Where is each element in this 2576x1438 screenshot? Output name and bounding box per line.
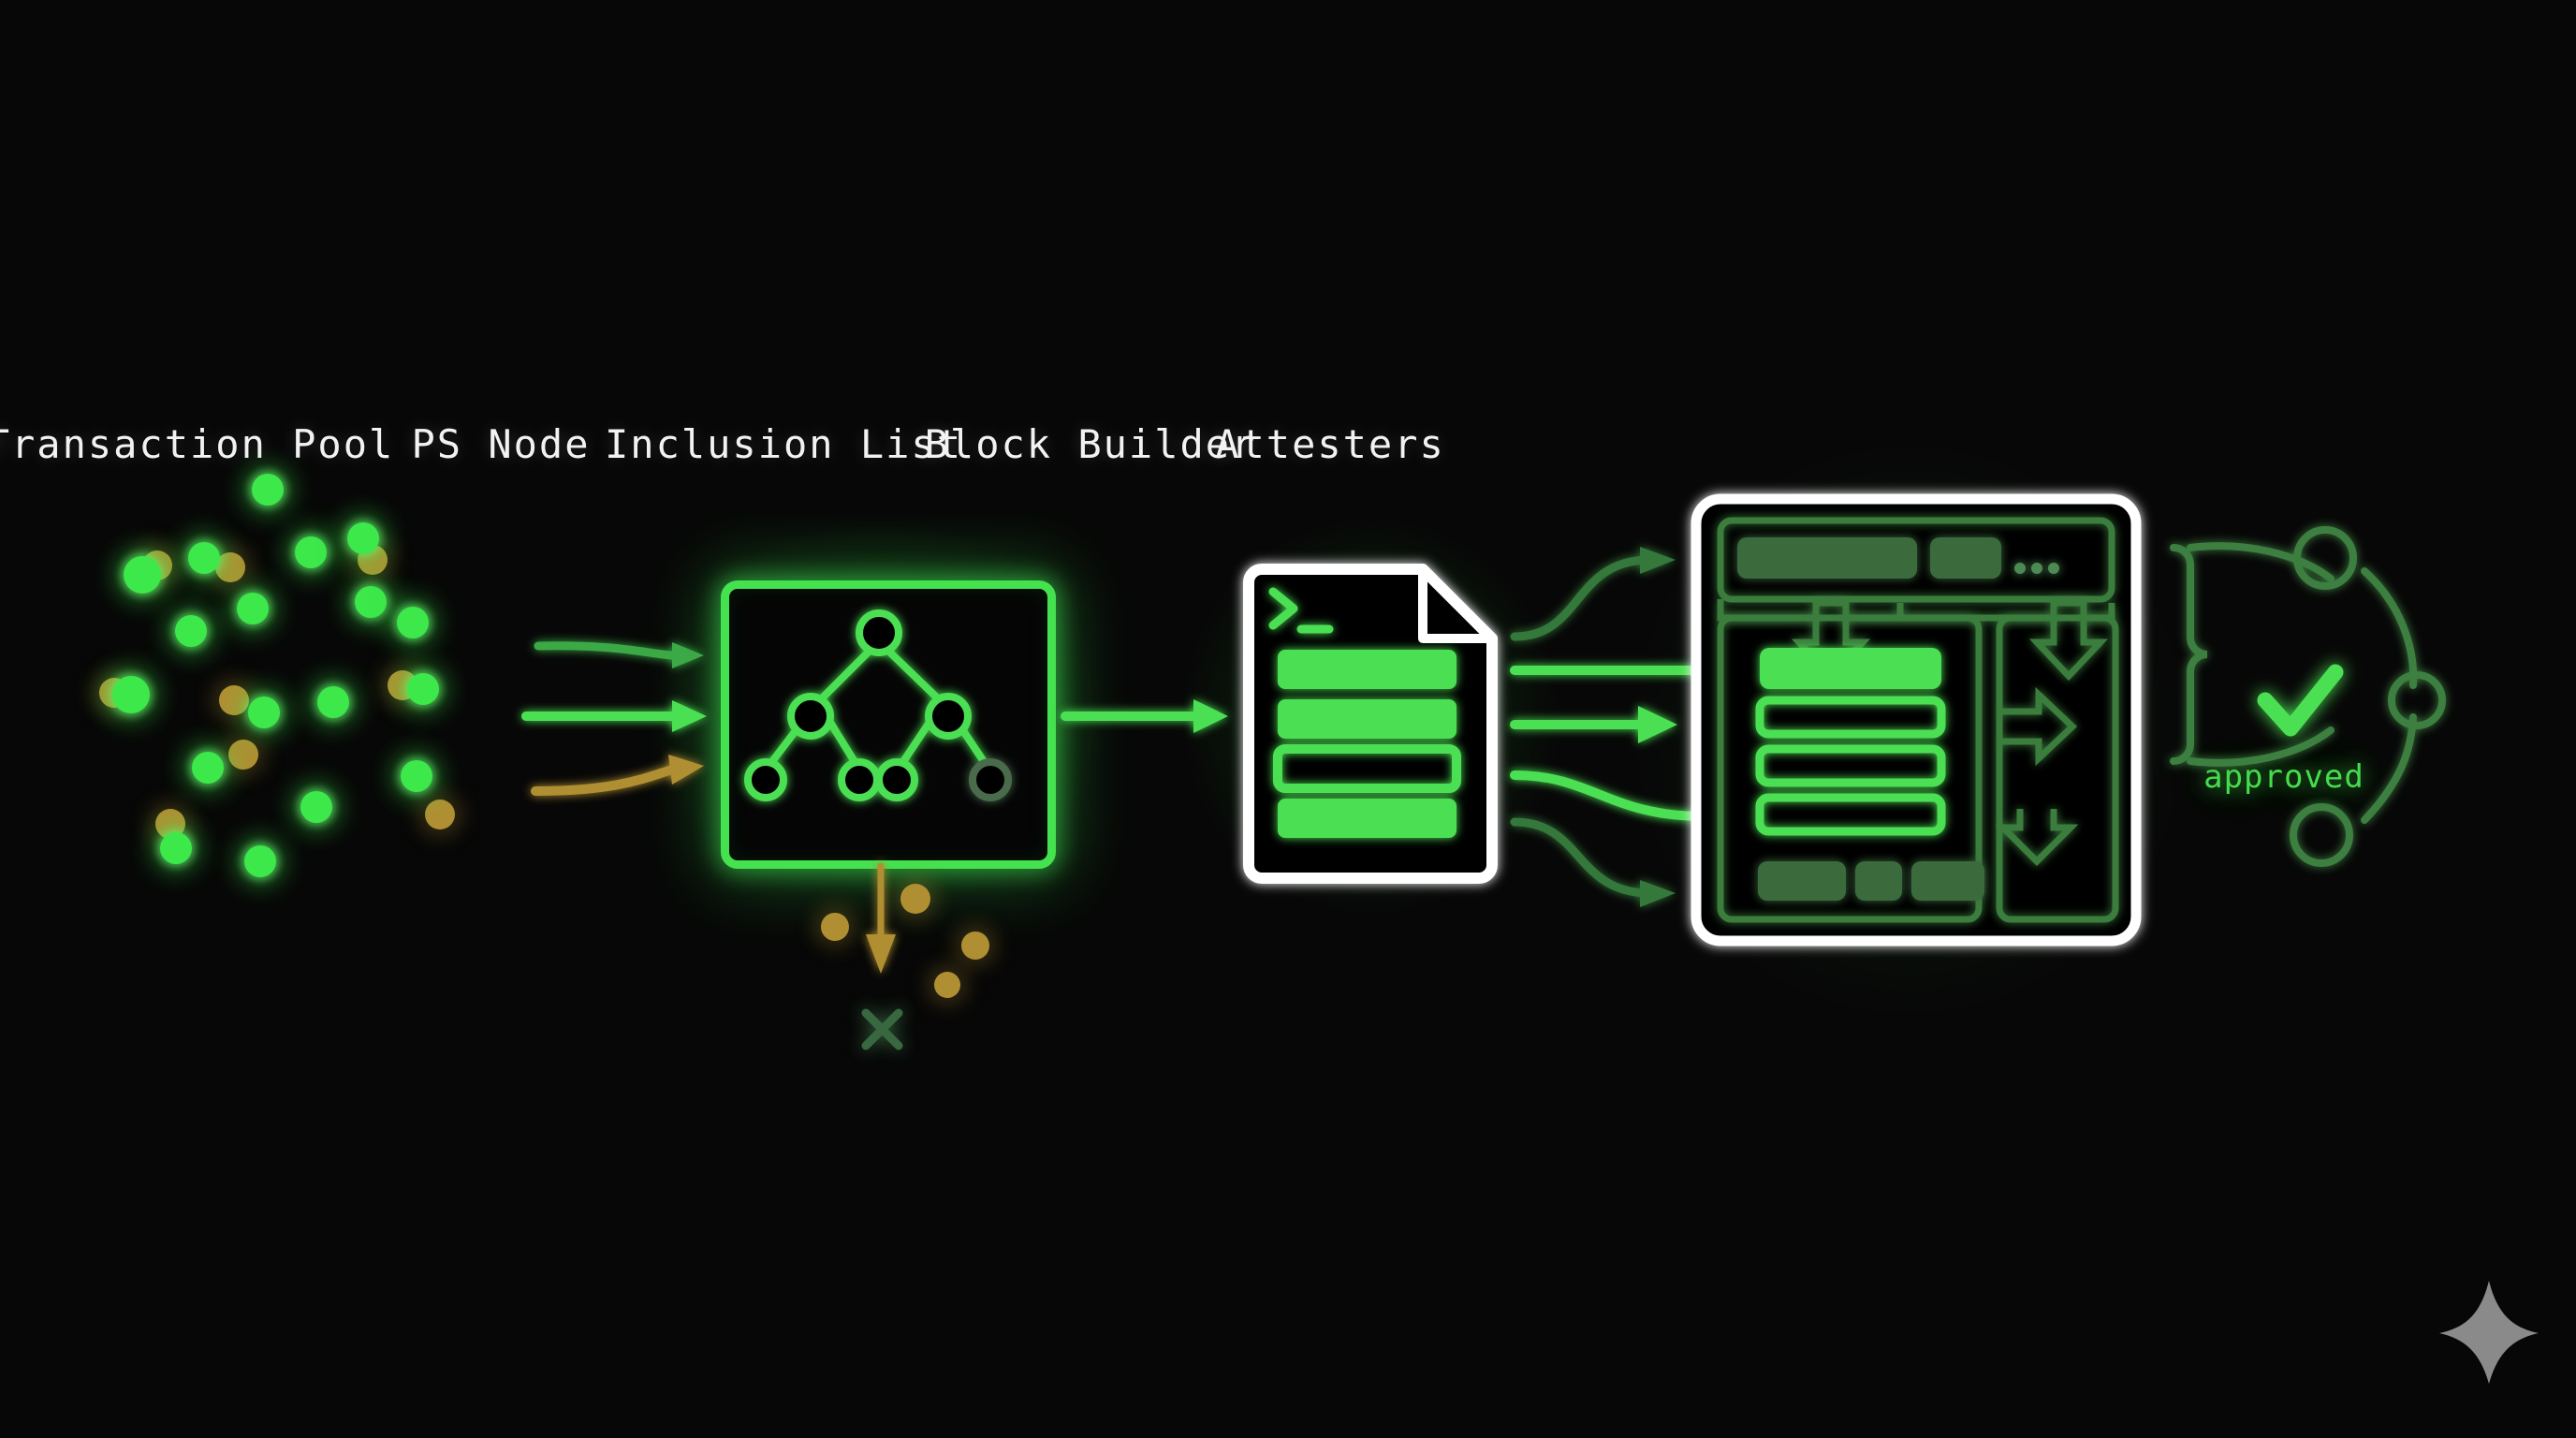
flow-arrow-1	[534, 641, 677, 660]
label-block-builder: Block Builder	[924, 421, 1257, 467]
transaction-dot-included	[300, 791, 332, 823]
transaction-dot-included	[188, 542, 220, 574]
tree-leaf-3	[875, 758, 918, 801]
transaction-dot-included	[192, 752, 224, 784]
rejected-transaction-dot	[821, 913, 849, 941]
list-row-2	[1278, 699, 1456, 739]
attester-circle-3	[2290, 803, 2353, 867]
header-overflow-dots-icon	[2014, 563, 2059, 574]
flow-bb-arrow-5	[1510, 817, 1652, 898]
transaction-dot-included	[355, 586, 387, 618]
transaction-dot-included	[295, 536, 327, 568]
label-attesters: Attesters	[1215, 421, 1445, 467]
footer-button-2	[1855, 861, 1902, 901]
transaction-dot-included	[347, 522, 379, 554]
flow-node-to-list	[1061, 699, 1228, 733]
list-row-1	[1278, 650, 1456, 689]
tree-leaf-1	[744, 758, 787, 801]
rejected-transaction-dot	[900, 884, 930, 914]
flow-bb-arrow-1	[1510, 555, 1652, 641]
transaction-dot-included	[252, 474, 284, 506]
transaction-dot-excluded	[425, 800, 455, 829]
transaction-dot-included	[237, 593, 269, 624]
attesters-brace-icon	[2170, 544, 2208, 765]
arrow-down-right	[2028, 603, 2109, 682]
tree-node-root	[856, 609, 902, 656]
tree-leaf-2	[838, 758, 881, 801]
transaction-dot-included	[407, 673, 439, 705]
arrow-right-mid	[1999, 686, 2078, 767]
builder-right-column	[1995, 614, 2119, 923]
label-inclusion-list: Inclusion List	[604, 421, 963, 467]
document-fold-corner	[1418, 569, 1492, 643]
inclusion-list-document[interactable]	[1243, 564, 1498, 884]
block-builder-panel[interactable]	[1690, 493, 2142, 946]
transaction-dot-excluded	[219, 685, 249, 715]
builder-header	[1717, 517, 2115, 603]
content-row-4	[1755, 793, 1946, 836]
attesters-group	[2170, 526, 2446, 867]
transaction-dot-included	[317, 686, 349, 718]
header-bar-1	[1737, 537, 1917, 579]
transaction-dot-included	[124, 556, 161, 594]
flow-node-to-reject	[866, 862, 896, 974]
merkle-tree-icon	[744, 609, 1012, 801]
list-row-3-outline	[1273, 744, 1461, 793]
flow-arrow-3-amber	[531, 765, 677, 796]
transaction-dot-included	[248, 697, 280, 728]
transaction-pool-cluster	[94, 474, 487, 917]
arrow-down-bottom	[1995, 809, 2079, 866]
transaction-dot-excluded	[228, 740, 258, 770]
transaction-dot-included	[160, 832, 192, 864]
transaction-dot-included	[175, 615, 207, 647]
terminal-prompt-icon	[1268, 587, 1334, 634]
tree-leaf-4-dimmed	[969, 758, 1012, 801]
transaction-dot-included	[244, 845, 276, 877]
inclusion-list-rows	[1273, 650, 1461, 838]
transaction-dot-excluded	[215, 552, 245, 582]
label-ps-node: PS Node	[411, 421, 591, 467]
transaction-dot-included	[112, 676, 150, 713]
builder-body-panel	[1717, 614, 1983, 923]
attesters-check-icon	[2257, 664, 2344, 737]
content-row-1	[1760, 648, 1941, 689]
content-row-3	[1755, 744, 1946, 787]
header-bar-2	[1930, 537, 2001, 579]
rejected-transaction-dot	[961, 932, 989, 960]
builder-content-rows	[1755, 648, 1946, 836]
transaction-dot-included	[401, 760, 432, 792]
attester-circle-1	[2293, 526, 2357, 590]
tree-node-right	[925, 693, 972, 740]
flow-bb-arrow-4	[1510, 770, 1708, 821]
rejected-transaction-dot	[934, 972, 960, 998]
rejected-x-icon	[861, 1008, 903, 1050]
footer-button-1	[1758, 861, 1846, 901]
tree-node-left	[787, 693, 834, 740]
flow-pool-to-node	[521, 641, 707, 796]
builder-footer-buttons	[1758, 861, 1984, 901]
transaction-dot-included	[397, 607, 429, 638]
content-row-2	[1755, 696, 1946, 739]
list-row-4	[1278, 799, 1456, 838]
attester-circle-2	[2388, 671, 2446, 729]
footer-button-3	[1911, 861, 1984, 901]
label-transaction-pool: Transaction Pool	[0, 421, 395, 467]
sparkle-star-icon	[2439, 1281, 2539, 1384]
